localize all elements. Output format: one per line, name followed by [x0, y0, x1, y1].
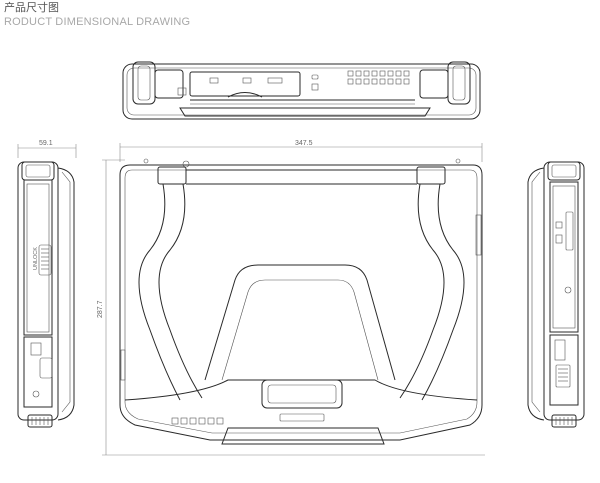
- page-subtitle: RODUCT DIMENSIONAL DRAWING: [4, 16, 191, 28]
- dimension-height: 287.7: [97, 159, 485, 456]
- top-view: [122, 61, 481, 120]
- right-side-view: [527, 161, 585, 428]
- dimension-width: 347.5: [119, 140, 483, 162]
- left-side-view: 59.1 UNLOCK: [17, 140, 77, 428]
- width-label: 347.5: [295, 140, 313, 147]
- depth-label: 59.1: [39, 140, 53, 147]
- header: 产品尺寸图 RODUCT DIMENSIONAL DRAWING: [4, 1, 190, 29]
- front-view: [119, 158, 483, 445]
- height-label: 287.7: [97, 300, 104, 318]
- page-title: 产品尺寸图: [4, 2, 59, 14]
- unlock-label: UNLOCK: [33, 247, 39, 270]
